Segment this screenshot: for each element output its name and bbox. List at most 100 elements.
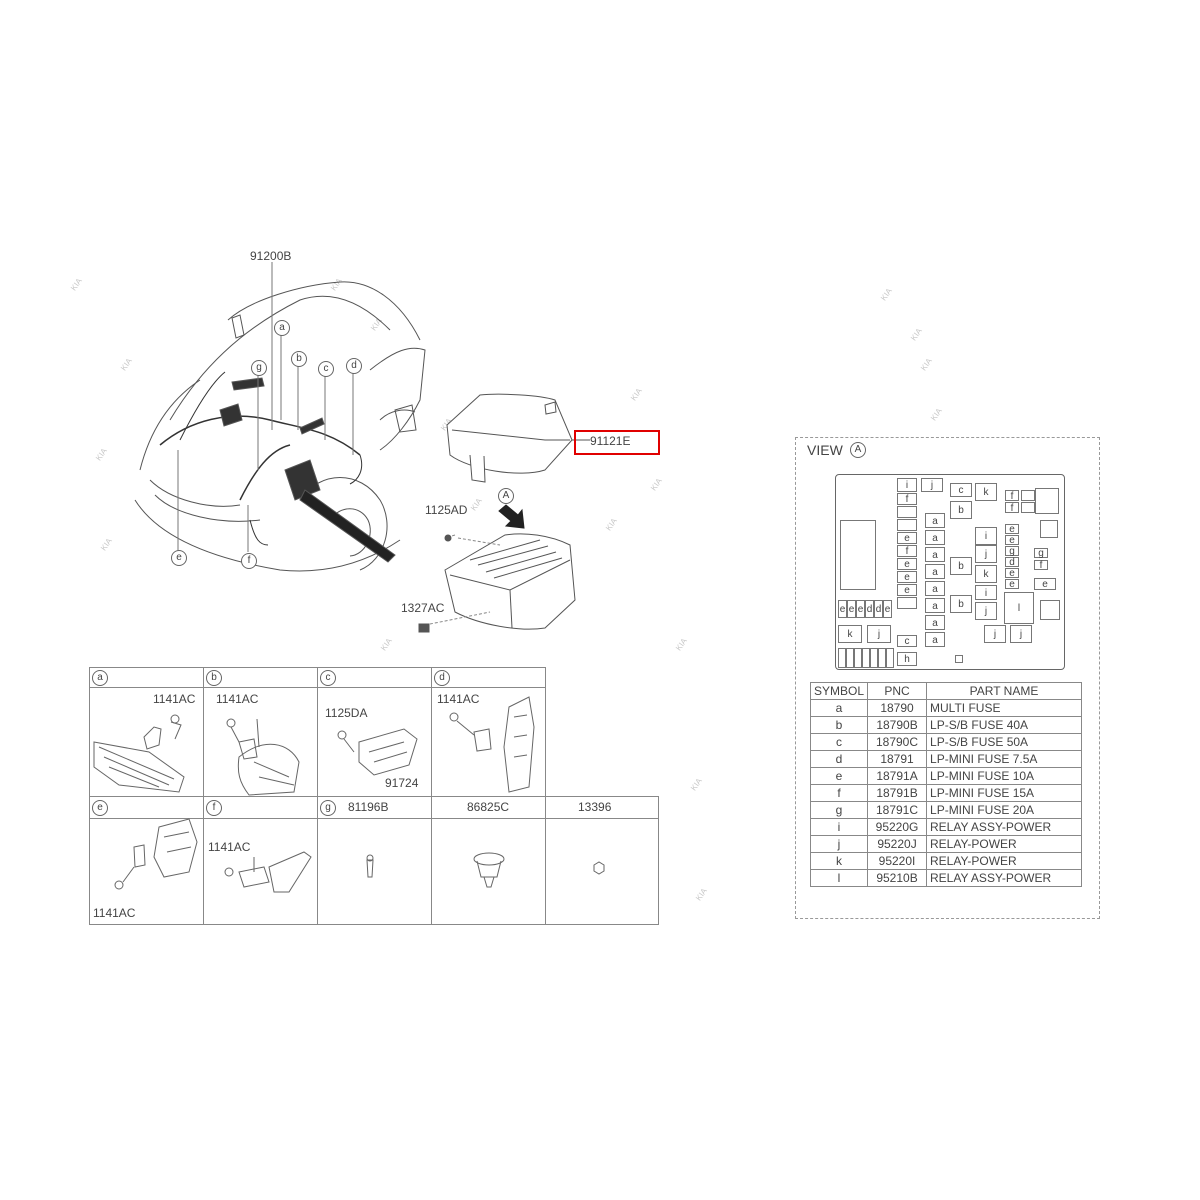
detail-cell-f (203, 796, 318, 925)
fuse-slot: a (925, 581, 945, 596)
fuse-slot (1021, 490, 1035, 501)
detail-letter-a: a (92, 670, 108, 686)
fuse-slot: e (897, 571, 917, 583)
row-symbol: f (809, 784, 869, 802)
fuse-slot: k (975, 483, 997, 501)
fusebox-cover-part-number: 91121E (590, 434, 631, 448)
fuse-slot: j (921, 478, 943, 492)
fuse-slot: e (1005, 524, 1019, 535)
view-panel (795, 437, 1100, 919)
detail-b-label: 1141AC (216, 692, 259, 706)
fuse-slot: a (925, 598, 945, 613)
fuse-slot: g (1005, 546, 1019, 557)
detail-letter-f: f (206, 800, 222, 816)
row-part-name: RELAY ASSY-POWER (926, 869, 1083, 887)
row-pnc: 18791 (867, 750, 928, 768)
fuse-slot (1040, 600, 1060, 620)
fuse-slot: a (925, 632, 945, 647)
fuse-slot (838, 648, 846, 668)
view-title-marker: A (850, 442, 866, 458)
detail-cell-d (431, 667, 546, 797)
row-symbol: a (809, 699, 869, 717)
fuse-slot (870, 648, 878, 668)
callout-g: g (251, 360, 267, 376)
fuse-slot: j (975, 602, 997, 620)
fuse-slot: f (897, 545, 917, 557)
detail-cell-clip (431, 796, 546, 925)
fuse-slot: d (865, 600, 874, 618)
detail-letter-b: b (206, 670, 222, 686)
fuse-slot (846, 648, 854, 668)
row-part-name: RELAY ASSY-POWER (926, 818, 1083, 836)
fuse-slot (840, 520, 876, 590)
fuse-slot: b (950, 501, 972, 519)
row-pnc: 95220J (867, 835, 928, 853)
fuse-slot: a (925, 615, 945, 630)
row-pnc: 18791B (867, 784, 928, 802)
fuse-slot: e (1005, 568, 1019, 579)
row-pnc: 95220I (867, 852, 928, 870)
fuse-slot: e (883, 600, 892, 618)
header-symbol: SYMBOL (809, 682, 869, 700)
callout-a: a (274, 320, 290, 336)
fuse-slot (897, 597, 917, 609)
fuse-slot: e (856, 600, 865, 618)
detail-letter-c: c (320, 670, 336, 686)
row-symbol: k (809, 852, 869, 870)
detail-d-label: 1141AC (437, 692, 480, 706)
fuse-slot: b (950, 557, 972, 575)
fuse-slot: e (897, 558, 917, 570)
fuse-slot: e (1034, 578, 1056, 590)
view-title: VIEW (807, 442, 843, 458)
fuse-slot: d (874, 600, 883, 618)
kia-watermark: KIA (929, 406, 944, 423)
detail-cell-nut (545, 796, 659, 925)
fuse-slot (897, 519, 917, 531)
row-part-name: LP-S/B FUSE 40A (926, 716, 1083, 734)
row-pnc: 95220G (867, 818, 928, 836)
fuse-slot (854, 648, 862, 668)
fuse-slot (886, 648, 894, 668)
row-pnc: 95210B (867, 869, 928, 887)
fuse-slot: h (897, 652, 917, 666)
part-highlight-box (574, 430, 660, 455)
fuse-slot: e (847, 600, 856, 618)
fuse-slot: g (1034, 548, 1048, 559)
row-pnc: 18790B (867, 716, 928, 734)
row-symbol: c (809, 733, 869, 751)
fuse-slot (897, 506, 917, 518)
detail-nut-label: 13396 (578, 800, 612, 814)
row-pnc: 18790C (867, 733, 928, 751)
fuse-slot (878, 648, 886, 668)
fuse-slot: i (897, 478, 917, 492)
fuse-slot: k (838, 625, 862, 643)
fuse-slot: a (925, 513, 945, 528)
kia-watermark: KIA (694, 886, 709, 903)
fuse-slot (862, 648, 870, 668)
kia-watermark: KIA (919, 356, 934, 373)
detail-letter-e: e (92, 800, 108, 816)
fuse-slot (1035, 488, 1059, 514)
row-part-name: LP-MINI FUSE 15A (926, 784, 1083, 802)
fuse-slot: f (1005, 502, 1019, 514)
kia-watermark: KIA (879, 286, 894, 303)
view-marker-circle: A (498, 488, 514, 504)
fuse-slot: e (838, 600, 847, 618)
kia-watermark: KIA (689, 776, 704, 793)
detail-g-label: 81196B (348, 800, 389, 814)
row-part-name: RELAY-POWER (926, 852, 1083, 870)
row-part-name: LP-S/B FUSE 50A (926, 733, 1083, 751)
row-symbol: b (809, 716, 869, 734)
fuse-slot: k (975, 565, 997, 583)
header-pnc: PNC (867, 682, 928, 700)
row-part-name: RELAY-POWER (926, 835, 1083, 853)
detail-cell-e (89, 796, 204, 925)
